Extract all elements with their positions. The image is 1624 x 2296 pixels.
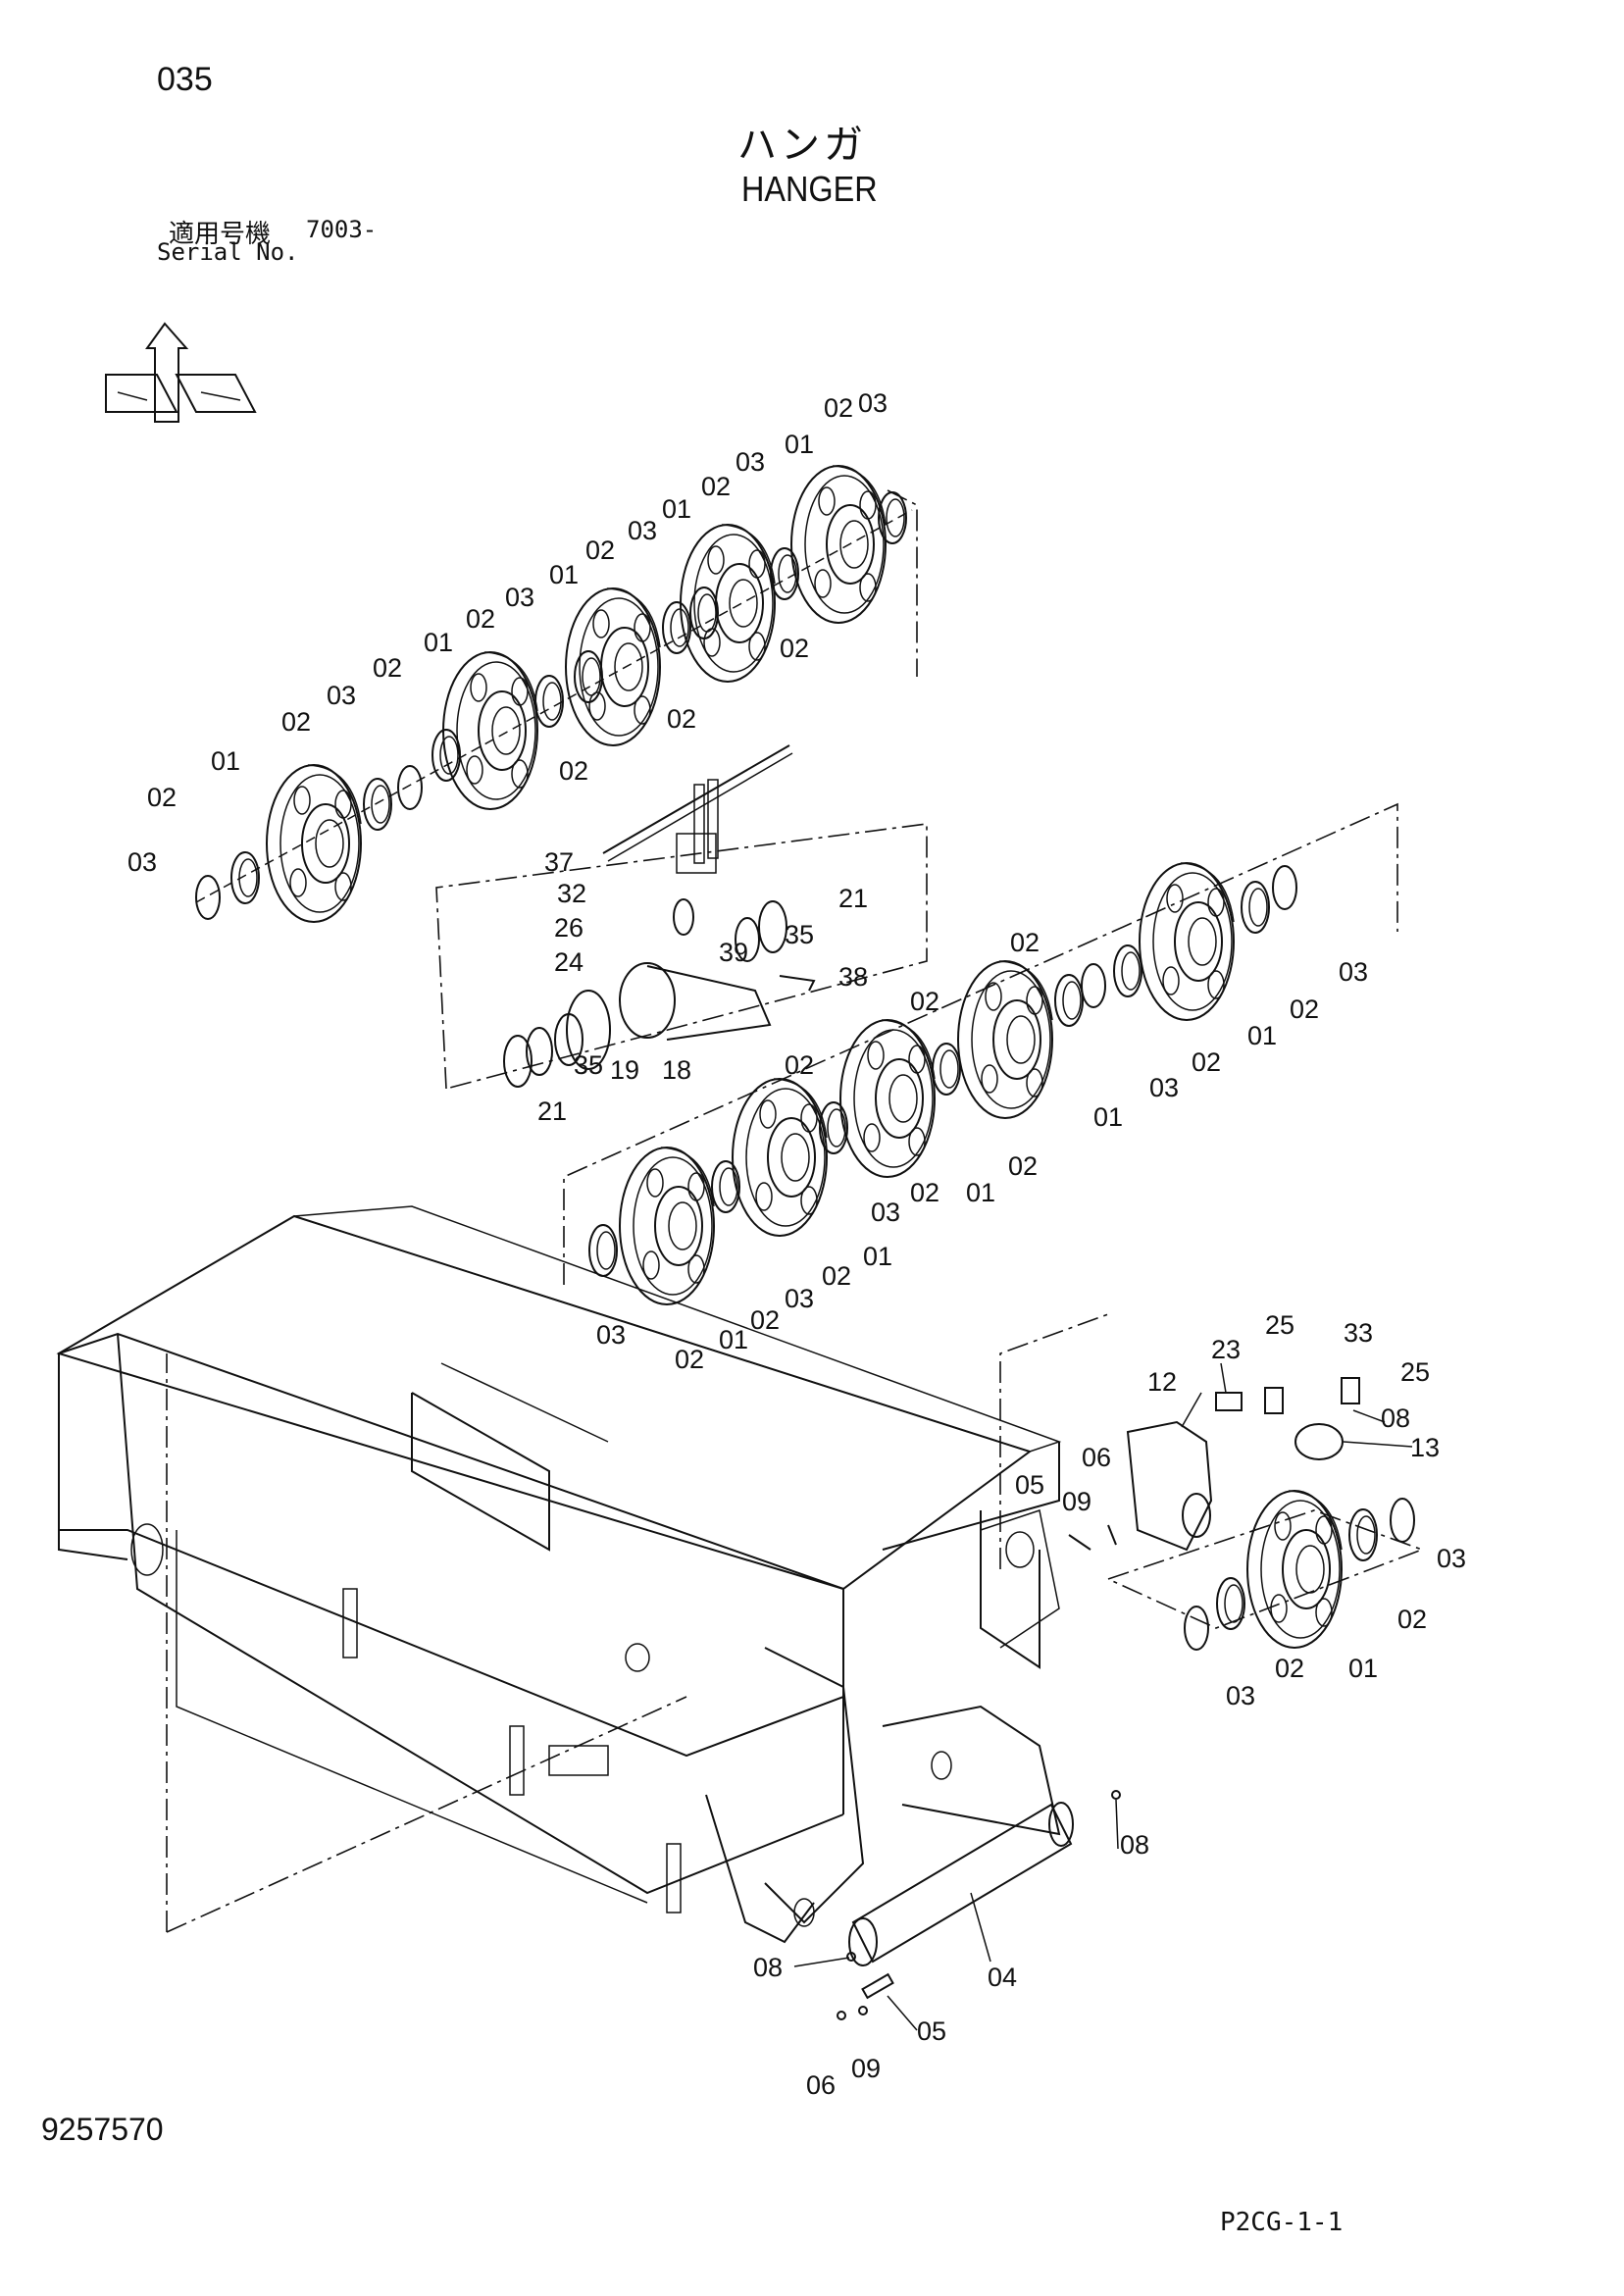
callout-label: 02 (1275, 1654, 1304, 1683)
callout-label: 21 (537, 1097, 567, 1126)
callout-label: 01 (211, 746, 240, 776)
callout-label: 02 (910, 1178, 939, 1207)
upper-roller-set (195, 465, 918, 923)
callout-label: 01 (863, 1242, 892, 1271)
callout-label: 21 (838, 884, 868, 913)
callout-label: 01 (785, 430, 814, 459)
callout-label: 02 (822, 1261, 851, 1291)
callout-label: 01 (719, 1325, 748, 1354)
callout-label: 03 (127, 847, 157, 877)
title-english: HANGER (741, 169, 878, 209)
callout-label: 02 (667, 704, 696, 734)
callout-label: 03 (628, 516, 657, 545)
drawing-number: 9257570 (41, 2112, 164, 2147)
lower-roller-set (563, 802, 1398, 1305)
callout-label: 01 (662, 494, 691, 524)
callout-label: 02 (281, 707, 311, 737)
callout-label: 02 (1290, 995, 1319, 1024)
callout-label: 02 (585, 536, 615, 565)
callout-label: 03 (1226, 1681, 1255, 1710)
hanger-detail (1068, 1377, 1425, 1651)
callout-label: 33 (1344, 1318, 1373, 1348)
callout-label: 02 (675, 1345, 704, 1374)
callout-label: 03 (1339, 957, 1368, 987)
callout-label: 03 (736, 447, 765, 477)
callout-label: 01 (1348, 1654, 1378, 1683)
serial-label-english: Serial No. (157, 238, 299, 266)
callout-label: 02 (701, 472, 731, 501)
callout-label: 02 (466, 604, 495, 634)
middle-bracket-group (435, 744, 928, 1090)
callout-label: 35 (785, 920, 814, 949)
callout-label: 01 (549, 560, 579, 589)
callout-label: 35 (574, 1050, 603, 1080)
callout-label: 02 (910, 987, 939, 1016)
callout-label: 03 (1149, 1073, 1179, 1102)
callout-label: 01 (966, 1178, 995, 1207)
callout-label: 02 (780, 634, 809, 663)
callout-label: 02 (1397, 1605, 1427, 1634)
callout-label: 18 (662, 1055, 691, 1085)
callout-label: 38 (838, 962, 868, 992)
callout-label: 26 (554, 913, 584, 943)
sheet-code: P2CG-1-1 (1220, 2208, 1344, 2237)
callout-label: 03 (871, 1198, 900, 1227)
callout-label: 12 (1147, 1367, 1177, 1397)
callout-label: 03 (785, 1284, 814, 1313)
callout-label: 03 (505, 583, 534, 612)
callout-label: 13 (1410, 1433, 1440, 1462)
callout-label: 03 (327, 681, 356, 710)
callout-label: 08 (753, 1953, 783, 1982)
title-japanese: ハンガ (737, 123, 867, 168)
callout-label: 02 (785, 1050, 814, 1080)
callout-label: 02 (750, 1305, 780, 1335)
callout-label: 09 (1062, 1487, 1091, 1516)
callout-label: 32 (557, 879, 586, 908)
callout-label: 25 (1400, 1357, 1430, 1387)
callout-label: 06 (806, 2070, 836, 2100)
callout-label: 05 (917, 2016, 946, 2046)
callout-label: 01 (424, 628, 453, 657)
callout-label: 23 (1211, 1335, 1241, 1364)
callout-label: 01 (1093, 1102, 1123, 1132)
callout-labels: 02 03 01 03 02 01 03 02 01 03 02 01 02 0… (127, 388, 1466, 2100)
callout-label: 03 (858, 388, 888, 418)
shaft-assembly (837, 1790, 1121, 2020)
callout-label: 05 (1015, 1470, 1044, 1500)
callout-label: 03 (1437, 1544, 1466, 1573)
callout-label: 37 (544, 847, 574, 877)
callout-label: 01 (1247, 1021, 1277, 1050)
callout-label: 08 (1381, 1403, 1410, 1433)
callout-label: 02 (1010, 928, 1040, 957)
callout-label: 02 (1192, 1047, 1221, 1077)
callout-label: 04 (988, 1963, 1017, 1992)
direction-arrows-icon (105, 322, 257, 423)
callout-label: 09 (851, 2054, 881, 2083)
callout-label: 02 (373, 653, 402, 683)
callout-label: 02 (559, 756, 588, 786)
callout-label: 03 (596, 1320, 626, 1350)
callout-label: 19 (610, 1055, 639, 1085)
callout-label: 24 (554, 947, 584, 977)
page-number: 035 (157, 61, 213, 98)
callout-label: 08 (1120, 1830, 1149, 1860)
callout-label: 39 (719, 938, 748, 967)
callout-label: 02 (147, 783, 177, 812)
serial-number-from: 7003- (306, 216, 378, 243)
track-frame (56, 1205, 1109, 1944)
callout-label: 02 (1008, 1151, 1038, 1181)
serial-label-japanese: 適用号機 (169, 220, 272, 249)
callout-label: 25 (1265, 1310, 1294, 1340)
callout-label: 02 (824, 393, 853, 423)
callout-label: 06 (1082, 1443, 1111, 1472)
